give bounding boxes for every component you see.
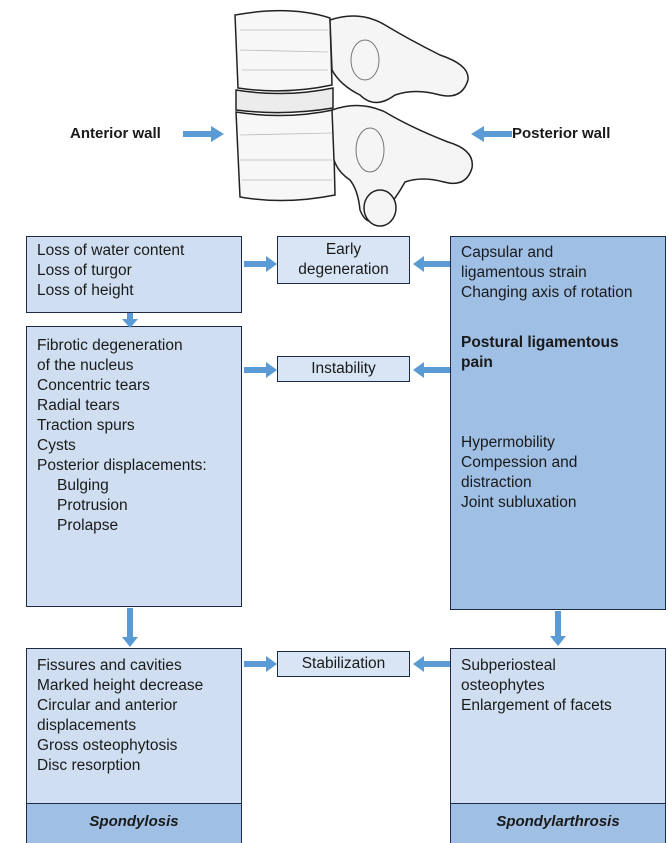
- list-subitem: Bulging: [57, 477, 109, 494]
- spondylarthrosis-footer: Spondylarthrosis: [450, 803, 666, 843]
- list-item: of the nucleus: [37, 357, 134, 374]
- spondylosis-label: Spondylosis: [89, 813, 179, 830]
- disc-instability-changes-box: Fibrotic degeneration of the nucleus Con…: [26, 326, 242, 607]
- list-subitem: Protrusion: [57, 497, 128, 514]
- list-item: Fissures and cavities: [37, 657, 182, 674]
- list-item: Loss of water content: [37, 242, 185, 259]
- emphasis-text: pain: [461, 354, 493, 371]
- arrow-left-2: [413, 362, 450, 378]
- list-item: ligamentous strain: [461, 264, 587, 281]
- stage-label: Early: [325, 241, 362, 258]
- stage-instability: Instability: [277, 356, 410, 382]
- arrow-right-3: [244, 656, 277, 672]
- list-subitem: Prolapse: [57, 517, 119, 534]
- list-item: Posterior displacements:: [37, 457, 207, 474]
- stage-label: Instability: [311, 360, 376, 377]
- arrow-down-right: [550, 611, 566, 646]
- list-item: Capsular and: [461, 244, 554, 261]
- list-item: Circular and anterior: [37, 697, 178, 714]
- list-item: Disc resorption: [37, 757, 141, 774]
- anterior-wall-label: Anterior wall: [70, 125, 161, 142]
- stage-early-degeneration: Early degeneration: [277, 236, 410, 284]
- list-item: Radial tears: [37, 397, 120, 414]
- list-item: osteophytes: [461, 677, 545, 694]
- list-item: Traction spurs: [37, 417, 135, 434]
- list-item: distraction: [461, 474, 532, 491]
- list-item: Enlargement of facets: [461, 697, 612, 714]
- list-item: Loss of height: [37, 282, 134, 299]
- vertebra-illustration: [234, 9, 474, 227]
- list-item: Cysts: [37, 437, 76, 454]
- list-item: Joint subluxation: [461, 494, 577, 511]
- anterior-arrow: [183, 126, 224, 142]
- arrow-right-2: [244, 362, 277, 378]
- list-item: Compession and: [461, 454, 578, 471]
- list-item: displacements: [37, 717, 137, 734]
- facet-instability-box: Capsular and ligamentous strain Changing…: [450, 236, 666, 610]
- spondylarthrosis-label: Spondylarthrosis: [496, 813, 620, 830]
- arrow-left-1: [413, 256, 450, 272]
- list-item: Subperiosteal: [461, 657, 556, 674]
- stage-label: Stabilization: [301, 655, 386, 672]
- arrow-down-left-1: [122, 313, 138, 328]
- arrow-right-1: [244, 256, 277, 272]
- posterior-arrow: [471, 126, 512, 142]
- list-item: Changing axis of rotation: [461, 284, 633, 301]
- disc-early-changes-box: Loss of water content Loss of turgor Los…: [26, 236, 242, 313]
- arrow-left-3: [413, 656, 450, 672]
- posterior-wall-label: Posterior wall: [512, 125, 611, 142]
- list-item: Fibrotic degeneration: [37, 337, 183, 354]
- list-item: Loss of turgor: [37, 262, 132, 279]
- list-item: Gross osteophytosis: [37, 737, 178, 754]
- list-item: Concentric tears: [37, 377, 150, 394]
- emphasis-text: Postural ligamentous: [461, 334, 619, 351]
- spondylosis-footer: Spondylosis: [26, 803, 242, 843]
- list-item: Marked height decrease: [37, 677, 204, 694]
- list-item: Hypermobility: [461, 434, 555, 451]
- stage-label: degeneration: [298, 261, 389, 278]
- stage-stabilization: Stabilization: [277, 651, 410, 677]
- arrow-down-left-2: [122, 608, 138, 647]
